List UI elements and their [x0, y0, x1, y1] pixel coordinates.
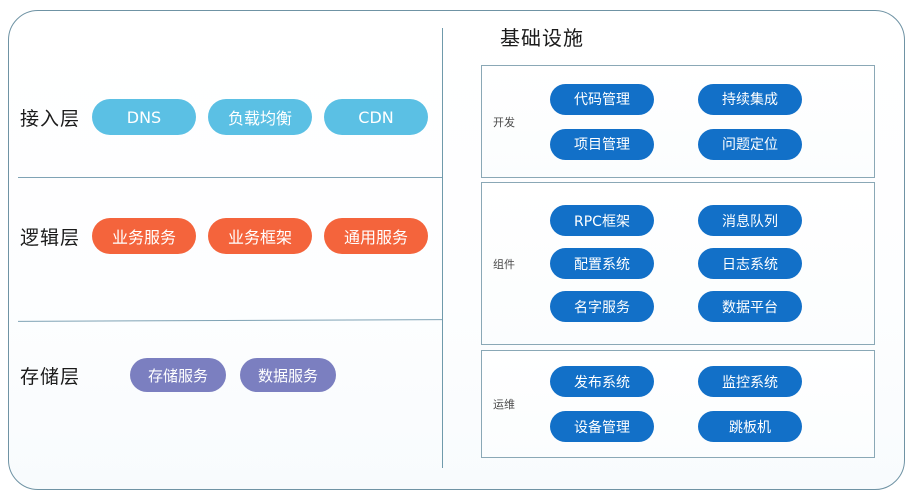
infra-pill-continuous-integration[interactable]: 持续集成	[698, 83, 802, 115]
service-pill-common-service[interactable]: 通用服务	[324, 218, 428, 254]
layer-row-logic: 逻辑层 业务服务 业务框架 通用服务	[20, 218, 440, 254]
layer-items-logic: 业务服务 业务框架 通用服务	[92, 218, 440, 254]
infra-pill-issue-tracking[interactable]: 问题定位	[698, 128, 802, 160]
infra-group-operations: 运维 发布系统 监控系统 设备管理 跳板机	[481, 350, 875, 458]
service-pill-load-balancer[interactable]: 负载均衡	[208, 99, 312, 135]
infra-pill-project-management[interactable]: 项目管理	[550, 128, 654, 160]
layer-items-storage: 存储服务 数据服务	[130, 358, 350, 392]
infra-row: RPC框架 消息队列	[550, 205, 864, 236]
infra-group-label-operations: 运维	[493, 398, 515, 411]
service-pill-business-framework[interactable]: 业务框架	[208, 218, 312, 254]
service-pill-business-service[interactable]: 业务服务	[92, 218, 196, 254]
infra-row: 配置系统 日志系统	[550, 248, 864, 279]
service-pill-cdn[interactable]: CDN	[324, 99, 428, 135]
infra-pill-release-system[interactable]: 发布系统	[550, 366, 654, 397]
infra-pill-jump-server[interactable]: 跳板机	[698, 411, 802, 442]
layer-label-logic: 逻辑层	[20, 226, 81, 249]
infra-pill-config-system[interactable]: 配置系统	[550, 248, 654, 279]
service-pill-data-service[interactable]: 数据服务	[240, 358, 336, 392]
infra-pill-message-queue[interactable]: 消息队列	[698, 205, 802, 236]
infra-group-grid-components: RPC框架 消息队列 配置系统 日志系统 名字服务 数据平台	[550, 183, 864, 344]
infra-row: 代码管理 持续集成	[550, 83, 864, 115]
infra-group-label-development: 开发	[493, 115, 515, 129]
layer-row-access: 接入层 DNS 负载均衡 CDN	[20, 99, 440, 135]
service-pill-storage-service[interactable]: 存储服务	[130, 358, 226, 392]
infra-row: 项目管理 问题定位	[550, 128, 864, 160]
infrastructure-title: 基础设施	[500, 26, 584, 50]
service-pill-dns[interactable]: DNS	[92, 99, 196, 135]
layer-label-storage: 存储层	[20, 365, 81, 388]
infra-group-grid-development: 代码管理 持续集成 项目管理 问题定位	[550, 66, 864, 177]
infra-pill-rpc-framework[interactable]: RPC框架	[550, 205, 654, 236]
infra-group-label-components: 组件	[493, 257, 515, 271]
infra-pill-data-platform[interactable]: 数据平台	[698, 291, 802, 322]
layer-label-access: 接入层	[20, 107, 81, 130]
infra-group-components: 组件 RPC框架 消息队列 配置系统 日志系统 名字服务 数据平台	[481, 182, 875, 345]
infra-pill-logging-system[interactable]: 日志系统	[698, 248, 802, 279]
vertical-divider	[442, 28, 443, 468]
layer-row-storage: 存储层 存储服务 数据服务	[20, 358, 350, 392]
layer-items-access: DNS 负载均衡 CDN	[92, 99, 440, 135]
infra-group-grid-operations: 发布系统 监控系统 设备管理 跳板机	[550, 351, 864, 457]
infra-row: 名字服务 数据平台	[550, 291, 864, 322]
infra-pill-monitoring-system[interactable]: 监控系统	[698, 366, 802, 397]
infra-row: 发布系统 监控系统	[550, 366, 864, 397]
infra-row: 设备管理 跳板机	[550, 411, 864, 442]
infra-pill-code-management[interactable]: 代码管理	[550, 83, 654, 115]
infra-group-development: 开发 代码管理 持续集成 项目管理 问题定位	[481, 65, 875, 178]
layer-divider-access-logic	[18, 177, 442, 178]
infra-pill-naming-service[interactable]: 名字服务	[550, 291, 654, 322]
infra-pill-device-management[interactable]: 设备管理	[550, 411, 654, 442]
